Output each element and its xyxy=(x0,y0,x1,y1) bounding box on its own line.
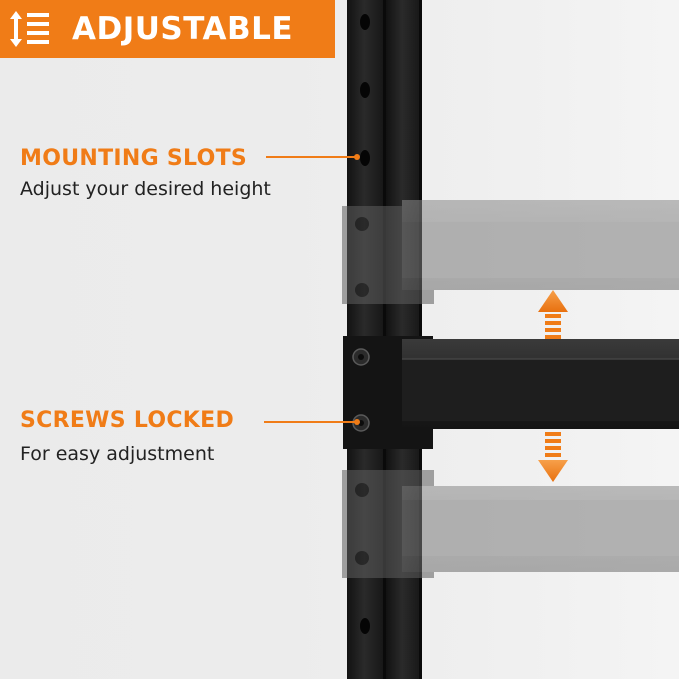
banner-title: ADJUSTABLE xyxy=(72,11,294,47)
callout-title-mounting-slots: MOUNTING SLOTS xyxy=(20,146,248,171)
callout-subtitle-mounting-slots: Adjust your desired height xyxy=(20,178,271,200)
callout-title-screws-locked: SCREWS LOCKED xyxy=(20,408,235,433)
leader-line-screws-locked xyxy=(264,419,360,425)
arrow-down-icon xyxy=(538,432,568,482)
mounting-slots xyxy=(360,14,370,634)
callout-subtitle-screws-locked: For easy adjustment xyxy=(20,443,215,465)
shelf-arm-upper-ghost xyxy=(342,200,679,304)
arrow-up-icon xyxy=(538,290,568,339)
screw-icon xyxy=(352,348,370,366)
leader-line-mounting-slots xyxy=(266,154,360,160)
shelf-arm-current xyxy=(343,336,679,449)
height-adjust-icon xyxy=(10,11,49,47)
header-banner: ADJUSTABLE xyxy=(0,0,335,58)
shelf-arm-lower-ghost xyxy=(342,470,679,578)
